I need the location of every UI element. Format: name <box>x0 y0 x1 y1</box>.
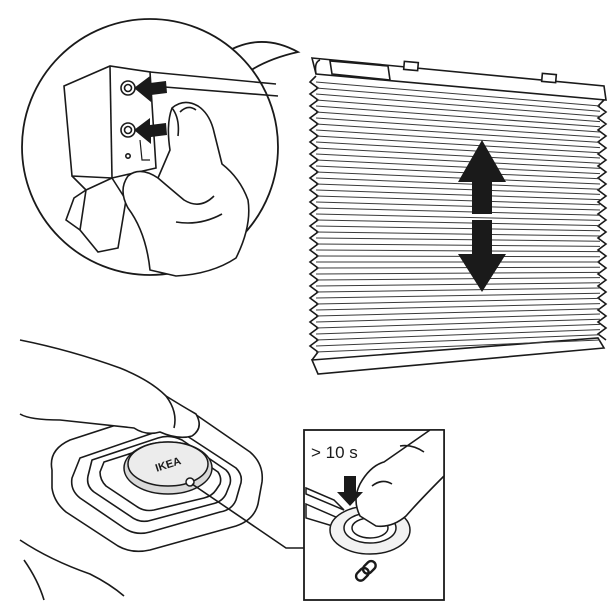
blind-pleat-line <box>315 195 601 206</box>
blind-pleat-line <box>315 111 601 133</box>
blind-pleat-line <box>315 243 601 247</box>
blind-pleat-line <box>315 99 601 123</box>
blind-pleat-line <box>315 271 601 275</box>
blind-pleat-line <box>315 266 601 269</box>
blind-pleat-line <box>315 323 601 335</box>
blind-fabric-edge-left <box>308 75 320 361</box>
blind-pleat-line <box>315 129 601 149</box>
blind-pleat-line <box>315 225 601 232</box>
blind-pleat-line <box>315 177 601 190</box>
hand-holding-remote <box>19 339 200 601</box>
blind-pleat-line <box>315 81 601 107</box>
blind-pleat-line <box>315 159 601 175</box>
blind-pleat-line <box>315 277 601 281</box>
hand-pressing-button <box>122 101 250 277</box>
blind-pleat-line <box>315 105 601 128</box>
timer-label: > 10 s <box>311 443 358 462</box>
blind-pleat-line <box>315 135 601 154</box>
blind-pleat-line <box>315 303 601 311</box>
blind-pleat-line <box>315 207 601 216</box>
arrow-down-icon <box>337 476 363 506</box>
blind-pleat-line <box>315 297 601 305</box>
blind-pleat-line <box>315 308 601 317</box>
blind-pleat-line <box>315 165 601 180</box>
bottom-rail <box>310 337 606 375</box>
blind-pleat-line <box>315 255 601 258</box>
blind-pleat-line <box>315 171 601 185</box>
zoomed-headrail-end <box>63 65 279 253</box>
blind-fabric-edge-right <box>596 99 608 341</box>
blind-pleat-line <box>315 141 601 159</box>
detail-pointer-line <box>191 483 304 549</box>
blind-pleat-line <box>315 237 601 242</box>
blind-pleat-line <box>315 339 601 353</box>
blind-pleat-line <box>315 183 601 195</box>
blind-pleat-line <box>315 287 601 293</box>
left-arrow-icon <box>134 76 167 144</box>
headrail-bracket-left <box>402 60 420 72</box>
blind-pleat-line <box>315 153 601 169</box>
link-icon <box>354 559 377 582</box>
coin-battery: IKEA <box>123 441 213 495</box>
blind-pleat-line <box>315 249 601 253</box>
blind-pleat-line <box>315 292 601 299</box>
blind-pleat-line <box>315 123 601 143</box>
detail-panel: > 10 s <box>303 429 445 601</box>
blind-pleat-line <box>315 93 601 117</box>
blind-pleat-line <box>315 117 601 138</box>
blind-pleat-line <box>315 313 601 323</box>
blind-pleat-line <box>315 282 601 287</box>
pleated-blind <box>308 57 608 375</box>
blind-pleat-line <box>315 147 601 164</box>
blind-pleat-line <box>315 231 601 237</box>
blind-pleat-line <box>315 219 601 227</box>
led <box>125 153 132 160</box>
up-down-arrow-icon <box>458 140 506 292</box>
blind-pleat-line <box>315 334 601 347</box>
blind-pleat-line <box>315 201 601 211</box>
blind-pleat-line <box>315 318 601 329</box>
blind-pleat-line <box>315 87 601 112</box>
finger-pressing <box>355 429 445 528</box>
blind-pleat-line <box>315 189 601 201</box>
blind-pleat-line <box>315 329 601 341</box>
blind-pleat-line <box>315 213 601 221</box>
zoom-pointer <box>219 41 301 79</box>
headrail-bracket-right <box>540 72 558 84</box>
headrail-cap <box>329 60 391 81</box>
